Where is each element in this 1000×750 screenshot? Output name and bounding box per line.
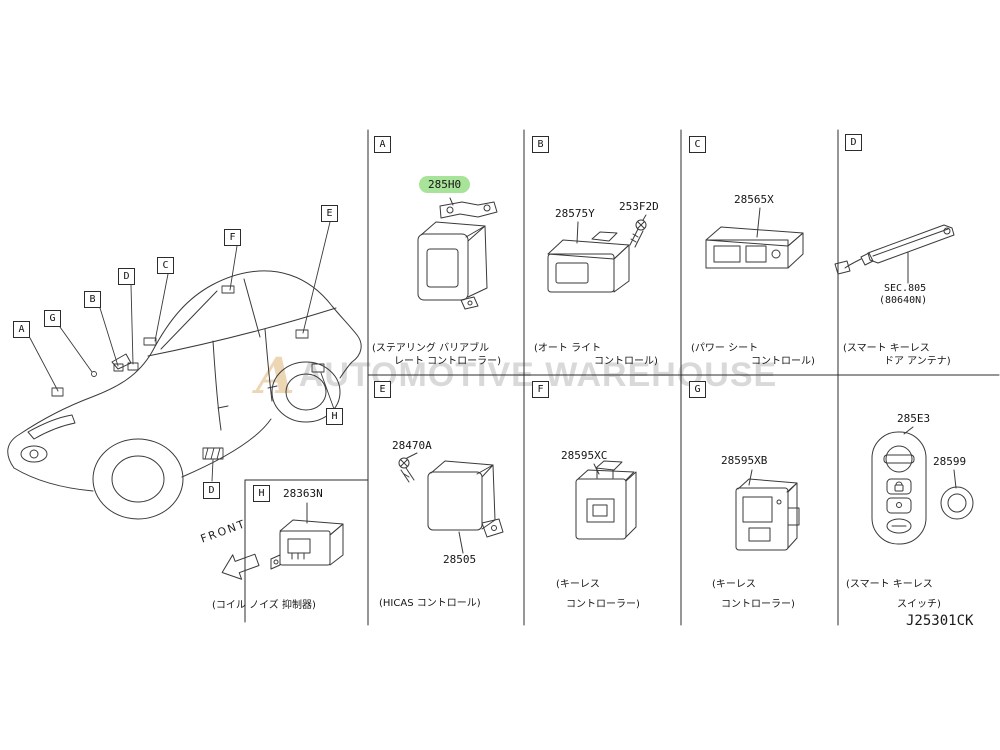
part-28363N-illustration xyxy=(270,502,344,570)
car-callout-C: C xyxy=(157,257,174,274)
caption-panel-B-line1: (オート ライト xyxy=(534,343,602,354)
part-number-SEC805[interactable]: SEC.805 xyxy=(884,283,927,294)
caption-panel-G-line1: (キーレス xyxy=(712,579,756,590)
part-number-285H0[interactable]: 285H0 xyxy=(419,176,471,193)
caption-panel-F-line1: (キーレス xyxy=(556,579,600,590)
fob-emblem xyxy=(885,445,913,473)
car-callout-H: H xyxy=(326,408,343,425)
caption-panel-H: (コイル ノイズ 抑制器) xyxy=(212,600,316,611)
panel-letter-D: D xyxy=(845,134,862,151)
caption-panel-smartkey-line1: (スマート キーレス xyxy=(846,579,933,590)
panel-letter-C: C xyxy=(689,136,706,153)
car-callout-leaders xyxy=(29,221,335,482)
car-callout-G: G xyxy=(44,310,61,327)
screw-253F2D xyxy=(629,214,647,248)
car-callout-D: D xyxy=(118,268,135,285)
part-285E3-illustration xyxy=(871,426,974,545)
car-callout-A: A xyxy=(13,321,30,338)
grille-emblem xyxy=(20,445,48,463)
car-callout-B: B xyxy=(84,291,101,308)
part-80640N-illustration xyxy=(834,224,955,284)
part-number-28470A[interactable]: 28470A xyxy=(392,439,432,452)
panel-letter-E: E xyxy=(374,381,391,398)
diagram-code: J25301CK xyxy=(906,613,974,629)
panel-letter-A: A xyxy=(374,136,391,153)
caption-panel-A-line2: レート コントローラー) xyxy=(394,356,502,367)
caption-panel-C-line2: コントロール) xyxy=(751,356,815,367)
part-number-28505[interactable]: 28505 xyxy=(443,553,477,566)
part-28565X-illustration xyxy=(705,207,804,269)
part-number-28595XB[interactable]: 28595XB xyxy=(721,454,768,467)
caption-panel-B-line2: コントロール) xyxy=(594,356,658,367)
panel-letter-B: B xyxy=(532,136,549,153)
panel-letter-F: F xyxy=(532,381,549,398)
part-number-80640N[interactable]: (80640N) xyxy=(879,295,928,306)
part-285H0-illustration xyxy=(417,197,498,310)
part-number-28565X[interactable]: 28565X xyxy=(734,193,774,206)
screw-28470A xyxy=(398,457,415,483)
part-28575Y-illustration xyxy=(547,214,647,293)
car-callout-E: E xyxy=(321,205,338,222)
watermark-logo: A xyxy=(256,346,295,405)
caption-panel-E: (HICAS コントロール) xyxy=(379,598,481,609)
ring-28599-outer xyxy=(940,486,974,520)
caption-panel-A-line1: (ステアリング バリアブル xyxy=(372,343,490,354)
fob-trunk-button xyxy=(886,518,912,534)
caption-panel-C-line1: (パワー シート xyxy=(691,343,759,354)
panel-grid-lines xyxy=(244,129,1000,626)
headlight xyxy=(27,414,76,440)
car-callout-D2: D xyxy=(203,482,220,499)
caption-panel-G-line2: コントローラー) xyxy=(721,599,795,610)
part-number-253F2D[interactable]: 253F2D xyxy=(619,200,659,213)
front-direction-arrow xyxy=(221,553,260,580)
fob-unlock-button xyxy=(886,497,912,514)
part-number-28595XC[interactable]: 28595XC xyxy=(561,449,608,462)
panel-letter-G: G xyxy=(689,381,706,398)
front-wheel xyxy=(92,438,184,520)
part-28595XC-illustration xyxy=(575,460,637,540)
fob-lock-button xyxy=(886,478,912,495)
caption-panel-smartkey-line2: スイッチ) xyxy=(897,599,941,610)
part-number-28363N[interactable]: 28363N xyxy=(283,487,323,500)
car-illustration xyxy=(7,270,362,520)
part-28595XB-illustration xyxy=(735,469,800,551)
caption-panel-D-line1: (スマート キーレス xyxy=(843,343,930,354)
mount-bracket xyxy=(439,201,498,219)
panel-letter-H: H xyxy=(253,485,270,502)
caption-panel-D-line2: ドア アンテナ) xyxy=(884,356,951,367)
part-number-285E3[interactable]: 285E3 xyxy=(897,412,931,425)
key-fob-body xyxy=(871,431,927,545)
caption-panel-F-line2: コントローラー) xyxy=(566,599,640,610)
part-number-28599[interactable]: 28599 xyxy=(933,455,967,468)
rear-wheel xyxy=(271,361,341,423)
part-number-28575Y[interactable]: 28575Y xyxy=(555,207,595,220)
car-callout-F: F xyxy=(224,229,241,246)
part-28505-illustration xyxy=(398,452,504,554)
